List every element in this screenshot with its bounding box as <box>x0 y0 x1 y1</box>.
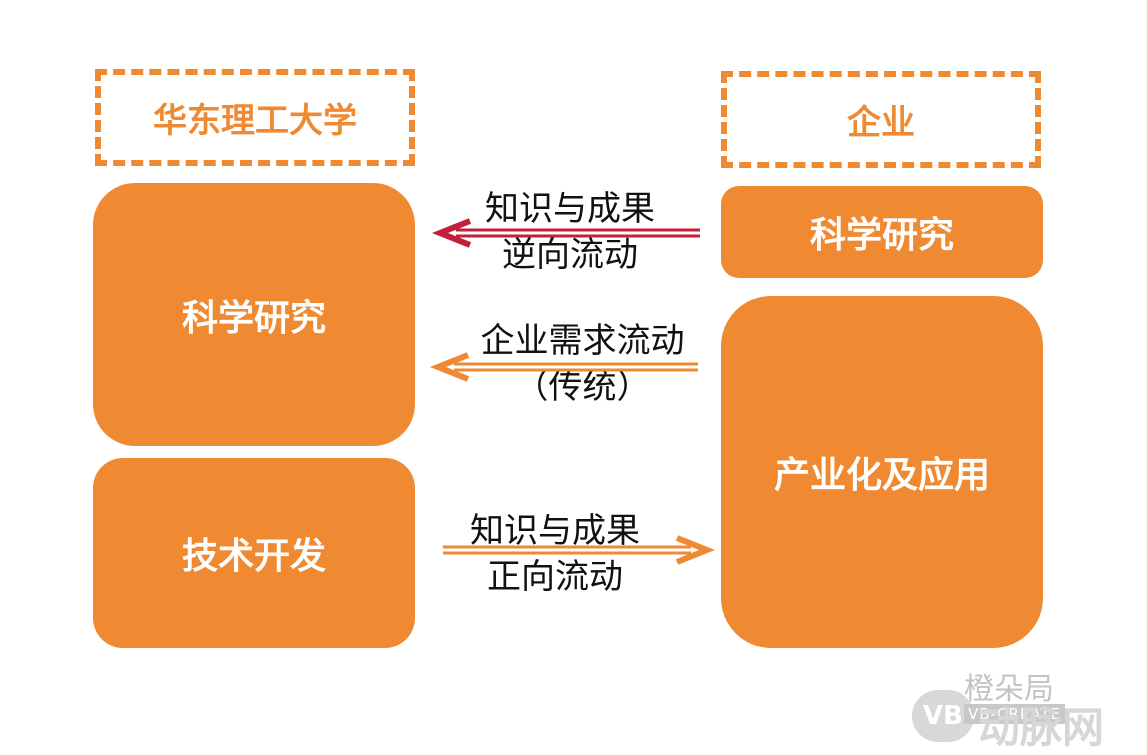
enterprise-industry-label: 产业化及应用 <box>773 455 990 496</box>
forward-flow-label: 知识与成果 正向流动 <box>440 508 670 600</box>
university-tech-label: 技术开发 <box>181 536 326 577</box>
reverse-flow-line2: 逆向流动 <box>502 235 638 275</box>
enterprise-industry-box: 产业化及应用 <box>721 296 1043 648</box>
university-research-label: 科学研究 <box>181 297 326 339</box>
forward-flow-arrow <box>443 535 716 565</box>
watermark-logo-text: VB <box>923 701 963 731</box>
watermark-brand: 橙朵局 <box>964 672 1054 707</box>
demand-flow-line2: （传统） <box>514 367 651 407</box>
demand-flow-arrow <box>429 352 698 382</box>
enterprise-header: 企业 <box>721 71 1041 168</box>
watermark-sub: VB-CREATE <box>964 704 1066 724</box>
forward-flow-line1: 知识与成果 <box>470 511 640 551</box>
watermark-logo: VB <box>912 690 974 742</box>
enterprise-research-label: 科学研究 <box>809 215 954 256</box>
demand-flow-label: 企业需求流动 （传统） <box>455 318 710 410</box>
university-tech-box: 技术开发 <box>93 458 415 648</box>
enterprise-research-box: 科学研究 <box>721 186 1043 278</box>
watermark-mark: 动脉网 <box>978 703 1105 752</box>
reverse-flow-arrow <box>431 218 700 248</box>
university-research-box: 科学研究 <box>93 183 415 446</box>
university-header-label: 华东理工大学 <box>153 101 357 141</box>
university-header: 华东理工大学 <box>95 69 415 166</box>
reverse-flow-label: 知识与成果 逆向流动 <box>440 186 700 278</box>
forward-flow-line2: 正向流动 <box>487 557 623 597</box>
enterprise-header-label: 企业 <box>847 103 915 143</box>
reverse-flow-line1: 知识与成果 <box>485 189 655 229</box>
demand-flow-line1: 企业需求流动 <box>480 321 685 361</box>
